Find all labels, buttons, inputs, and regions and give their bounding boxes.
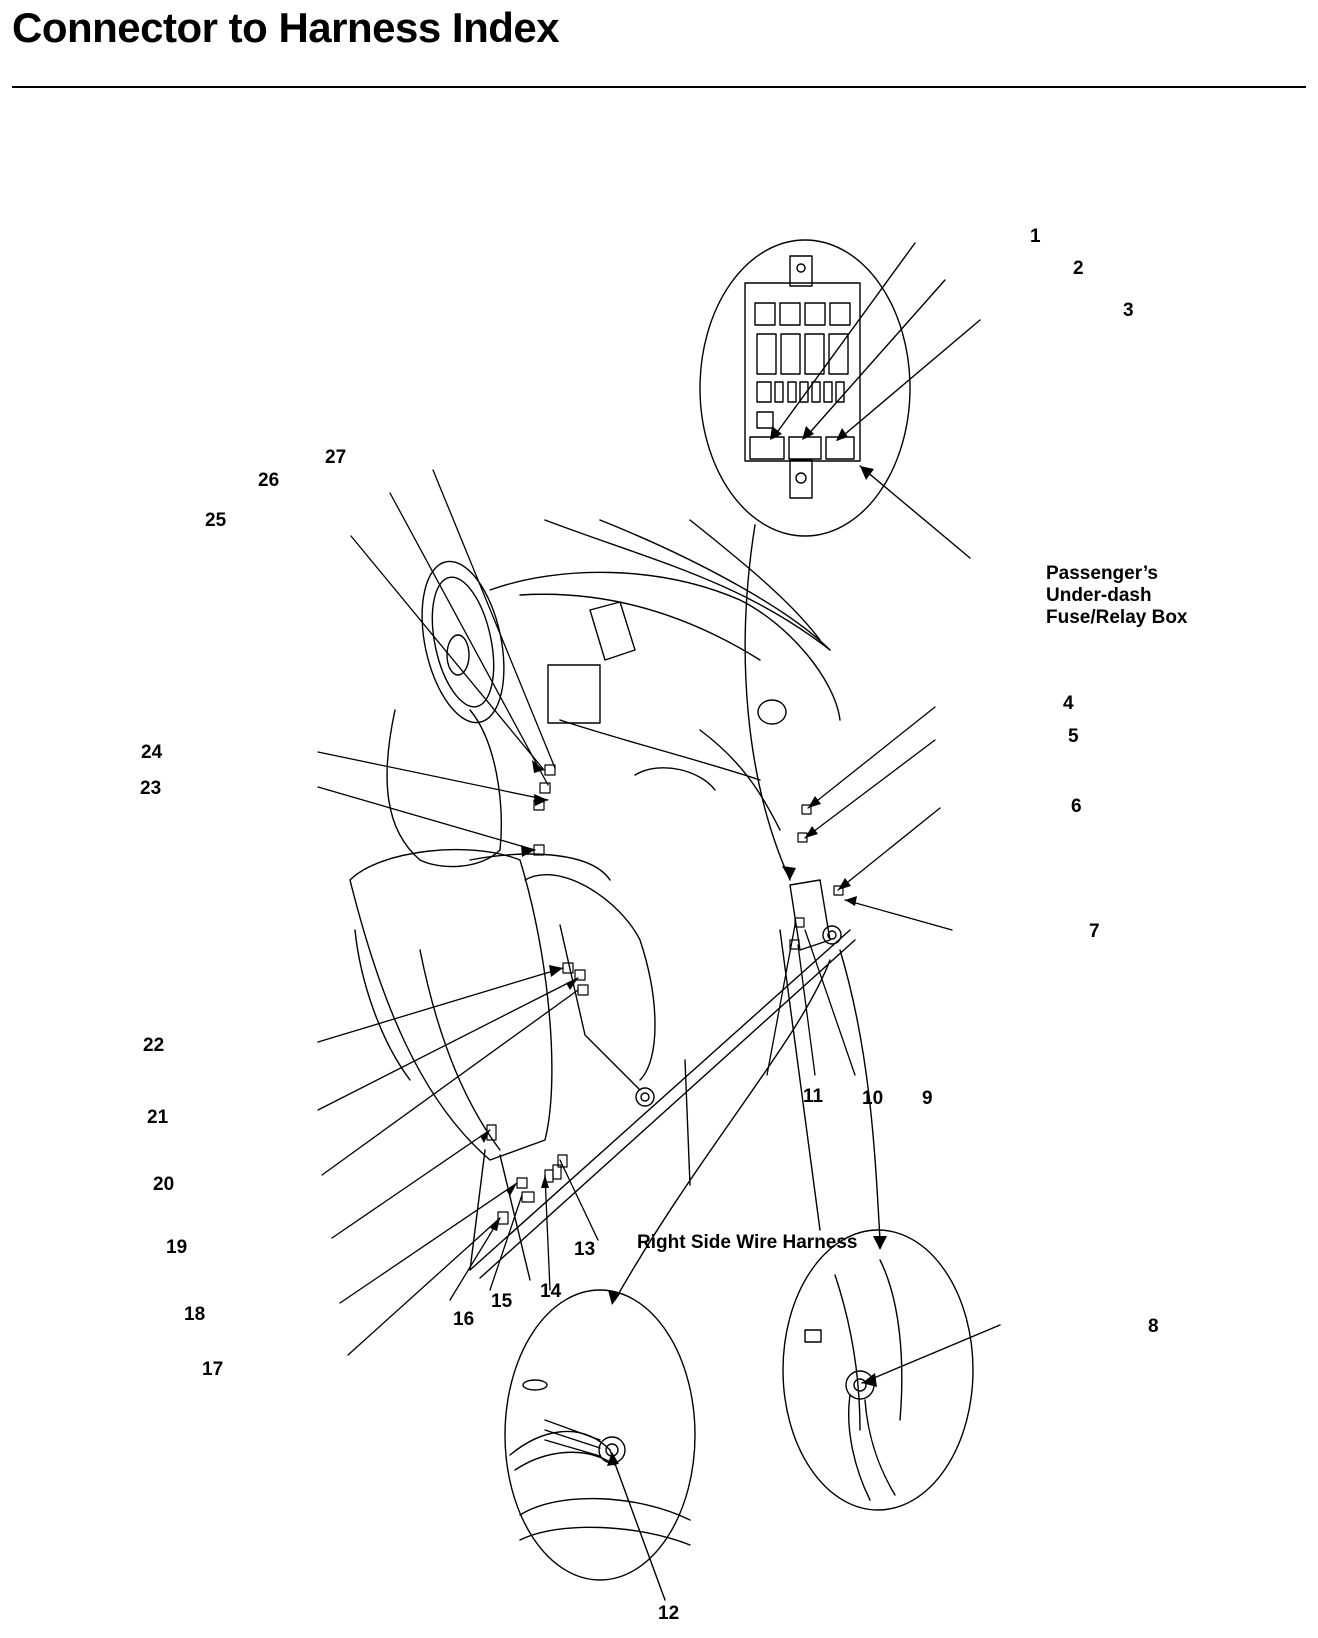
callout-19: 19: [166, 1237, 188, 1258]
callout-13: 13: [574, 1239, 596, 1260]
ground-detail-right: [782, 1229, 1001, 1511]
callout-18: 18: [184, 1304, 206, 1325]
callout-20: 20: [153, 1174, 175, 1195]
harness-routing: [614, 524, 881, 1301]
callout-3: 3: [1123, 300, 1134, 321]
callout-25: 25: [205, 510, 227, 531]
arrowheads: [480, 426, 887, 1466]
callout-24: 24: [141, 742, 163, 763]
connector-shapes: [486, 764, 844, 1225]
callout-11: 11: [803, 1086, 824, 1107]
callout-15: 15: [491, 1291, 513, 1312]
callout-17: 17: [202, 1359, 224, 1380]
callout-6: 6: [1071, 796, 1082, 817]
fuse-relay-box-detail: [699, 239, 981, 559]
callout-7: 7: [1089, 921, 1100, 942]
fuse-relay-box-caption-line-3: Fuse/Relay Box: [1046, 607, 1188, 628]
vehicle-interior: [349, 519, 856, 1281]
fuse-relay-box-caption-line-2: Under-dash: [1046, 585, 1152, 606]
title-divider: [12, 86, 1306, 88]
callout-10: 10: [862, 1088, 884, 1109]
callout-8: 8: [1148, 1316, 1159, 1337]
callout-22: 22: [143, 1035, 165, 1056]
callout-21: 21: [147, 1107, 169, 1128]
callout-1: 1: [1030, 226, 1041, 247]
right-side-wire-harness-caption: Right Side Wire Harness: [637, 1232, 858, 1253]
callout-4: 4: [1063, 693, 1074, 714]
fuse-relay-box-caption-line-1: Passenger’s: [1046, 563, 1158, 584]
callout-9: 9: [922, 1088, 933, 1109]
callout-16: 16: [453, 1309, 475, 1330]
callout-14: 14: [540, 1281, 562, 1302]
leader-lines: [317, 469, 953, 1356]
ground-detail-left: [504, 1289, 696, 1601]
callout-5: 5: [1068, 726, 1079, 747]
callout-2: 2: [1073, 258, 1084, 279]
page-title: Connector to Harness Index: [12, 4, 560, 51]
callout-27: 27: [325, 447, 347, 468]
callout-12: 12: [658, 1603, 680, 1624]
callout-23: 23: [140, 778, 162, 799]
callout-26: 26: [258, 470, 280, 491]
